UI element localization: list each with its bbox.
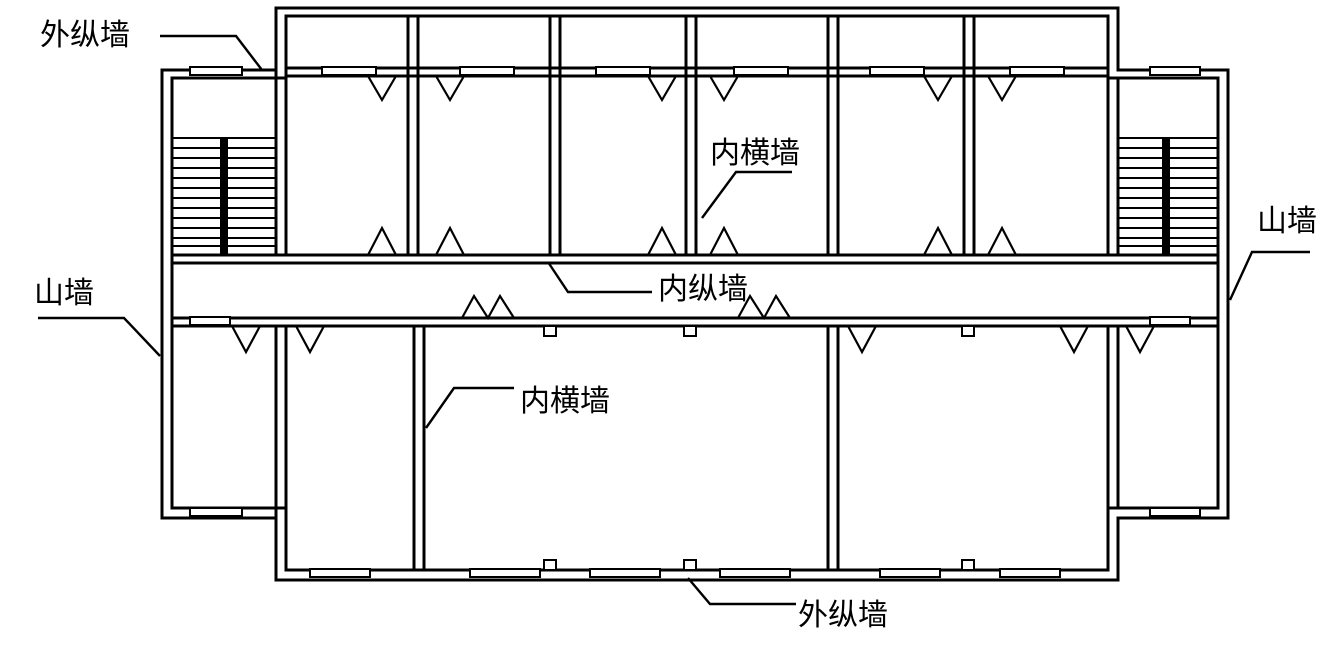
windows (189, 66, 1201, 578)
leader-outer-longitudinal-bottom (687, 577, 796, 606)
leader-lines (38, 34, 1310, 606)
label-inner-cross-wall-lower: 内横墙 (520, 384, 610, 419)
upper-cross-walls (274, 14, 1120, 257)
leader-inner-cross-upper (701, 170, 792, 219)
leader-gable-left (38, 316, 161, 357)
stair-right (1117, 137, 1219, 256)
label-outer-longitudinal-wall-bottom: 外纵墙 (798, 598, 888, 633)
label-inner-longitudinal-wall: 内纵墙 (658, 272, 748, 307)
label-outer-longitudinal-wall-top: 外纵墙 (40, 18, 130, 53)
pilasters (543, 325, 975, 571)
lower-cross-walls (274, 324, 1120, 572)
leader-inner-cross-lower (425, 386, 514, 429)
lower-corridor-wall (170, 316, 1220, 328)
door-swings (231, 75, 1155, 355)
leader-outer-longitudinal-top (160, 34, 263, 71)
label-gable-wall-left: 山墙 (34, 276, 94, 311)
leader-gable-right (1228, 250, 1310, 301)
label-gable-wall-right: 山墙 (1257, 204, 1317, 239)
leader-inner-longitudinal (547, 261, 652, 294)
stair-left (171, 137, 277, 256)
label-inner-cross-wall-upper: 内横墙 (710, 136, 800, 171)
